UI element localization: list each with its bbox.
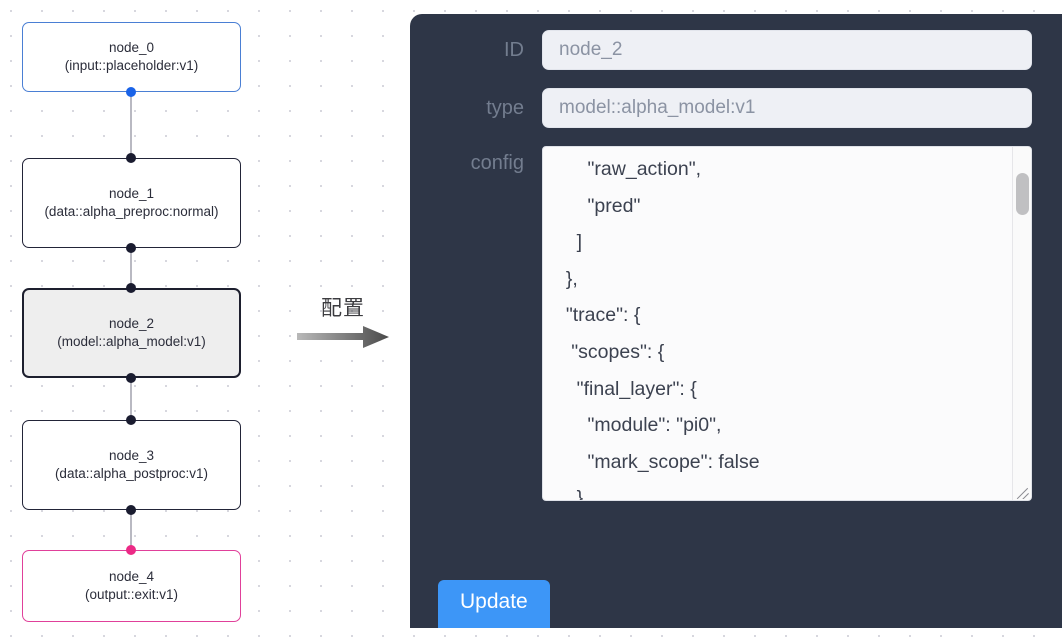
node_1-source-handle[interactable] [126,243,136,253]
node_4-target-handle[interactable] [126,545,136,555]
node_0-source-handle[interactable] [126,87,136,97]
config-label: config [470,152,524,174]
type-input[interactable]: model::alpha_model:v1 [542,88,1032,128]
scrollbar-thumb[interactable] [1016,173,1029,215]
graph-node-node_0[interactable]: node_0 (input::placeholder:v1) [22,22,241,92]
node_3-target-handle[interactable] [126,415,136,425]
edge-node2-node3 [130,378,132,420]
node-label: node_3 (data::alpha_postproc:v1) [54,447,209,482]
update-button[interactable]: Update [438,580,550,628]
id-input[interactable]: node_2 [542,30,1032,70]
node-config-panel: ID node_2 type model::alpha_model:v1 con… [410,14,1062,628]
config-textarea-scrollbar[interactable] [1012,147,1031,500]
graph-node-node_2[interactable]: node_2 (model::alpha_model:v1) [22,288,241,378]
transition-annotation: 配置 [288,295,398,350]
config-textarea-wrapper[interactable]: "raw_action", "pred" ] }, "trace": { "sc… [542,146,1032,501]
id-form-row: ID node_2 [410,30,1062,70]
graph-node-node_4[interactable]: node_4 (output::exit:v1) [22,550,241,622]
edge-node1-node2 [130,248,132,288]
node-label: node_0 (input::placeholder:v1) [64,39,199,74]
resize-grip-icon[interactable] [1012,481,1030,499]
annotation-text: 配置 [321,296,365,320]
config-textarea[interactable]: "raw_action", "pred" ] }, "trace": { "sc… [565,158,760,500]
type-form-row: type model::alpha_model:v1 [410,88,1062,128]
config-form-row: config "raw_action", "pred" ] }, "trace"… [410,146,1062,501]
graph-node-node_1[interactable]: node_1 (data::alpha_preproc:normal) [22,158,241,248]
node_2-source-handle[interactable] [126,373,136,383]
node_1-target-handle[interactable] [126,153,136,163]
graph-node-node_3[interactable]: node_3 (data::alpha_postproc:v1) [22,420,241,510]
node-label: node_4 (output::exit:v1) [84,568,179,603]
node-label: node_1 (data::alpha_preproc:normal) [44,185,219,220]
arrow-right-icon [288,324,398,350]
edge-node0-node1 [130,92,132,158]
node_2-target-handle[interactable] [126,283,136,293]
id-label: ID [504,39,524,61]
node-label: node_2 (model::alpha_model:v1) [57,315,206,350]
node_3-source-handle[interactable] [126,505,136,515]
edge-node3-node4 [130,510,132,550]
type-label: type [486,97,524,119]
